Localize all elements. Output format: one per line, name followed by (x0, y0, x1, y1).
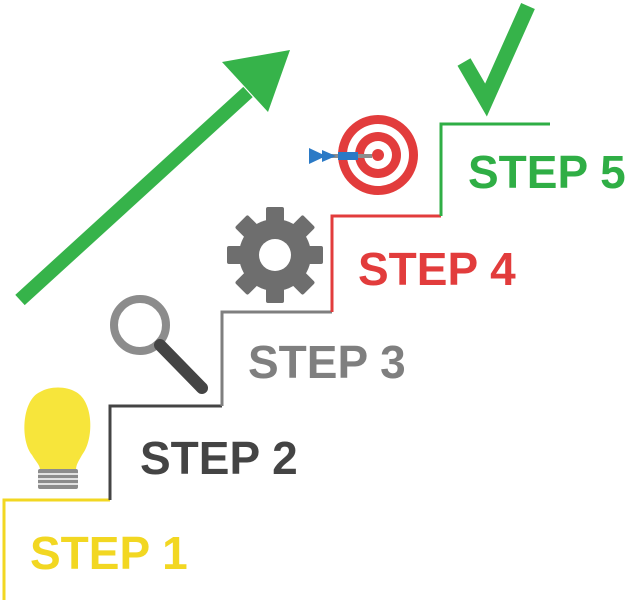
stair-step-2 (108, 404, 222, 500)
step-2-label: STEP 2 (140, 432, 298, 484)
step-1-label: STEP 1 (30, 527, 188, 579)
stair-step-5 (439, 122, 550, 216)
staircase (2, 122, 550, 600)
stair-step-4 (330, 214, 441, 312)
magnifier-icon (110, 295, 208, 394)
lightbulb-icon (24, 387, 91, 489)
target-icon (338, 115, 418, 195)
step-5-label: STEP 5 (468, 146, 626, 198)
stair-step-3 (220, 310, 332, 406)
stair-step-1 (2, 498, 110, 600)
step-3-label: STEP 3 (248, 336, 406, 388)
checkmark-icon (457, 2, 535, 117)
step-4-label: STEP 4 (358, 243, 516, 295)
up-arrow-icon (15, 50, 290, 306)
gear-icon (227, 207, 323, 303)
dart-icon (309, 148, 372, 164)
